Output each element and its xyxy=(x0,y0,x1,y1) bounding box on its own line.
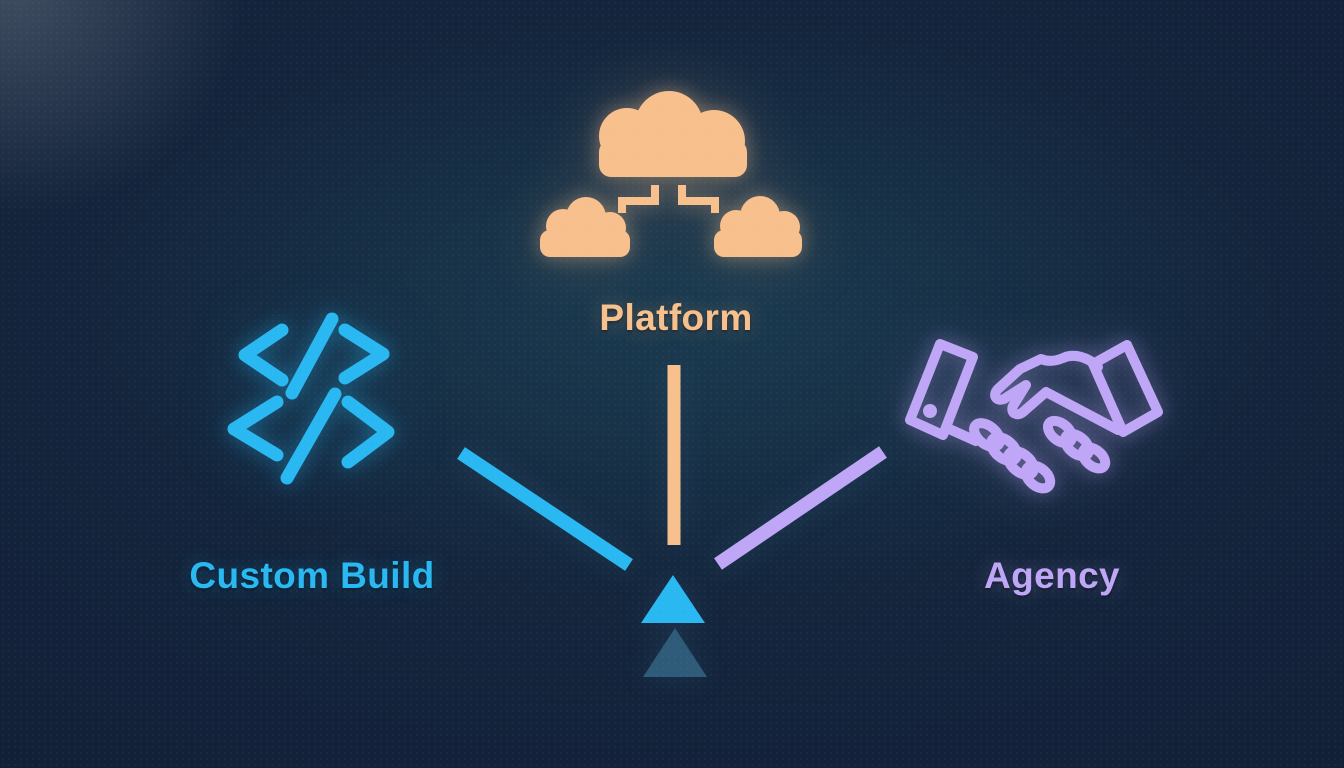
custom-build-label: Custom Build xyxy=(189,555,435,596)
connector-custom-build xyxy=(457,447,633,571)
platform-label: Platform xyxy=(599,297,753,338)
cloud-network-icon xyxy=(540,91,802,257)
pointer-triangle-secondary xyxy=(643,628,707,677)
connector-agency xyxy=(714,446,887,570)
pointer-triangle-primary xyxy=(641,575,705,623)
handshake-icon xyxy=(905,339,1163,494)
agency-label: Agency xyxy=(983,555,1121,596)
code-icon xyxy=(227,312,395,485)
cuff-button-dot xyxy=(923,404,937,418)
